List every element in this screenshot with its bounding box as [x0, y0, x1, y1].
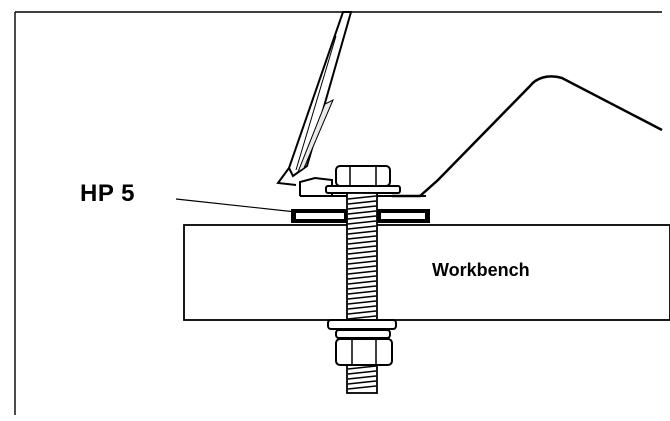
bolt-thread — [347, 195, 377, 200]
bolt-thread — [347, 275, 377, 280]
bottom-nut-washer — [327, 319, 397, 366]
bolt-thread — [347, 240, 377, 245]
workbench-label: Workbench — [432, 260, 530, 280]
bolt-thread — [347, 315, 377, 320]
bolt-thread — [347, 310, 377, 315]
bolt-thread — [347, 230, 377, 235]
bolt-thread — [347, 300, 377, 305]
bolt-thread — [347, 370, 377, 375]
bolt-thread — [347, 260, 377, 265]
bolt-thread — [347, 380, 377, 385]
bolt-thread — [347, 385, 377, 390]
bolt-thread — [347, 375, 377, 380]
bolt-thread — [347, 215, 377, 220]
bolt-thread — [347, 245, 377, 250]
diagram-frame — [14, 11, 662, 415]
bolt-thread — [347, 250, 377, 255]
blade-arm — [276, 11, 353, 186]
base-housing — [299, 75, 663, 198]
bolt-thread — [347, 270, 377, 275]
bolt-thread — [347, 285, 377, 290]
bolt-thread — [347, 210, 377, 215]
bolt-thread — [347, 235, 377, 240]
bolt-thread — [347, 305, 377, 310]
bolt-thread — [347, 295, 377, 300]
bolt-thread — [347, 225, 377, 230]
workbench-board — [183, 224, 670, 321]
top-nut-washer — [325, 165, 401, 194]
bolt-thread — [347, 200, 377, 205]
bolt-thread — [347, 265, 377, 270]
callout-leader — [175, 198, 297, 213]
bolt-thread — [347, 280, 377, 285]
bolt-thread — [347, 205, 377, 210]
bolt-thread — [347, 255, 377, 260]
bolt-thread — [347, 290, 377, 295]
bolt-thread — [347, 220, 377, 225]
bolt-thread — [347, 365, 377, 370]
hp5-label: HP 5 — [80, 180, 135, 207]
